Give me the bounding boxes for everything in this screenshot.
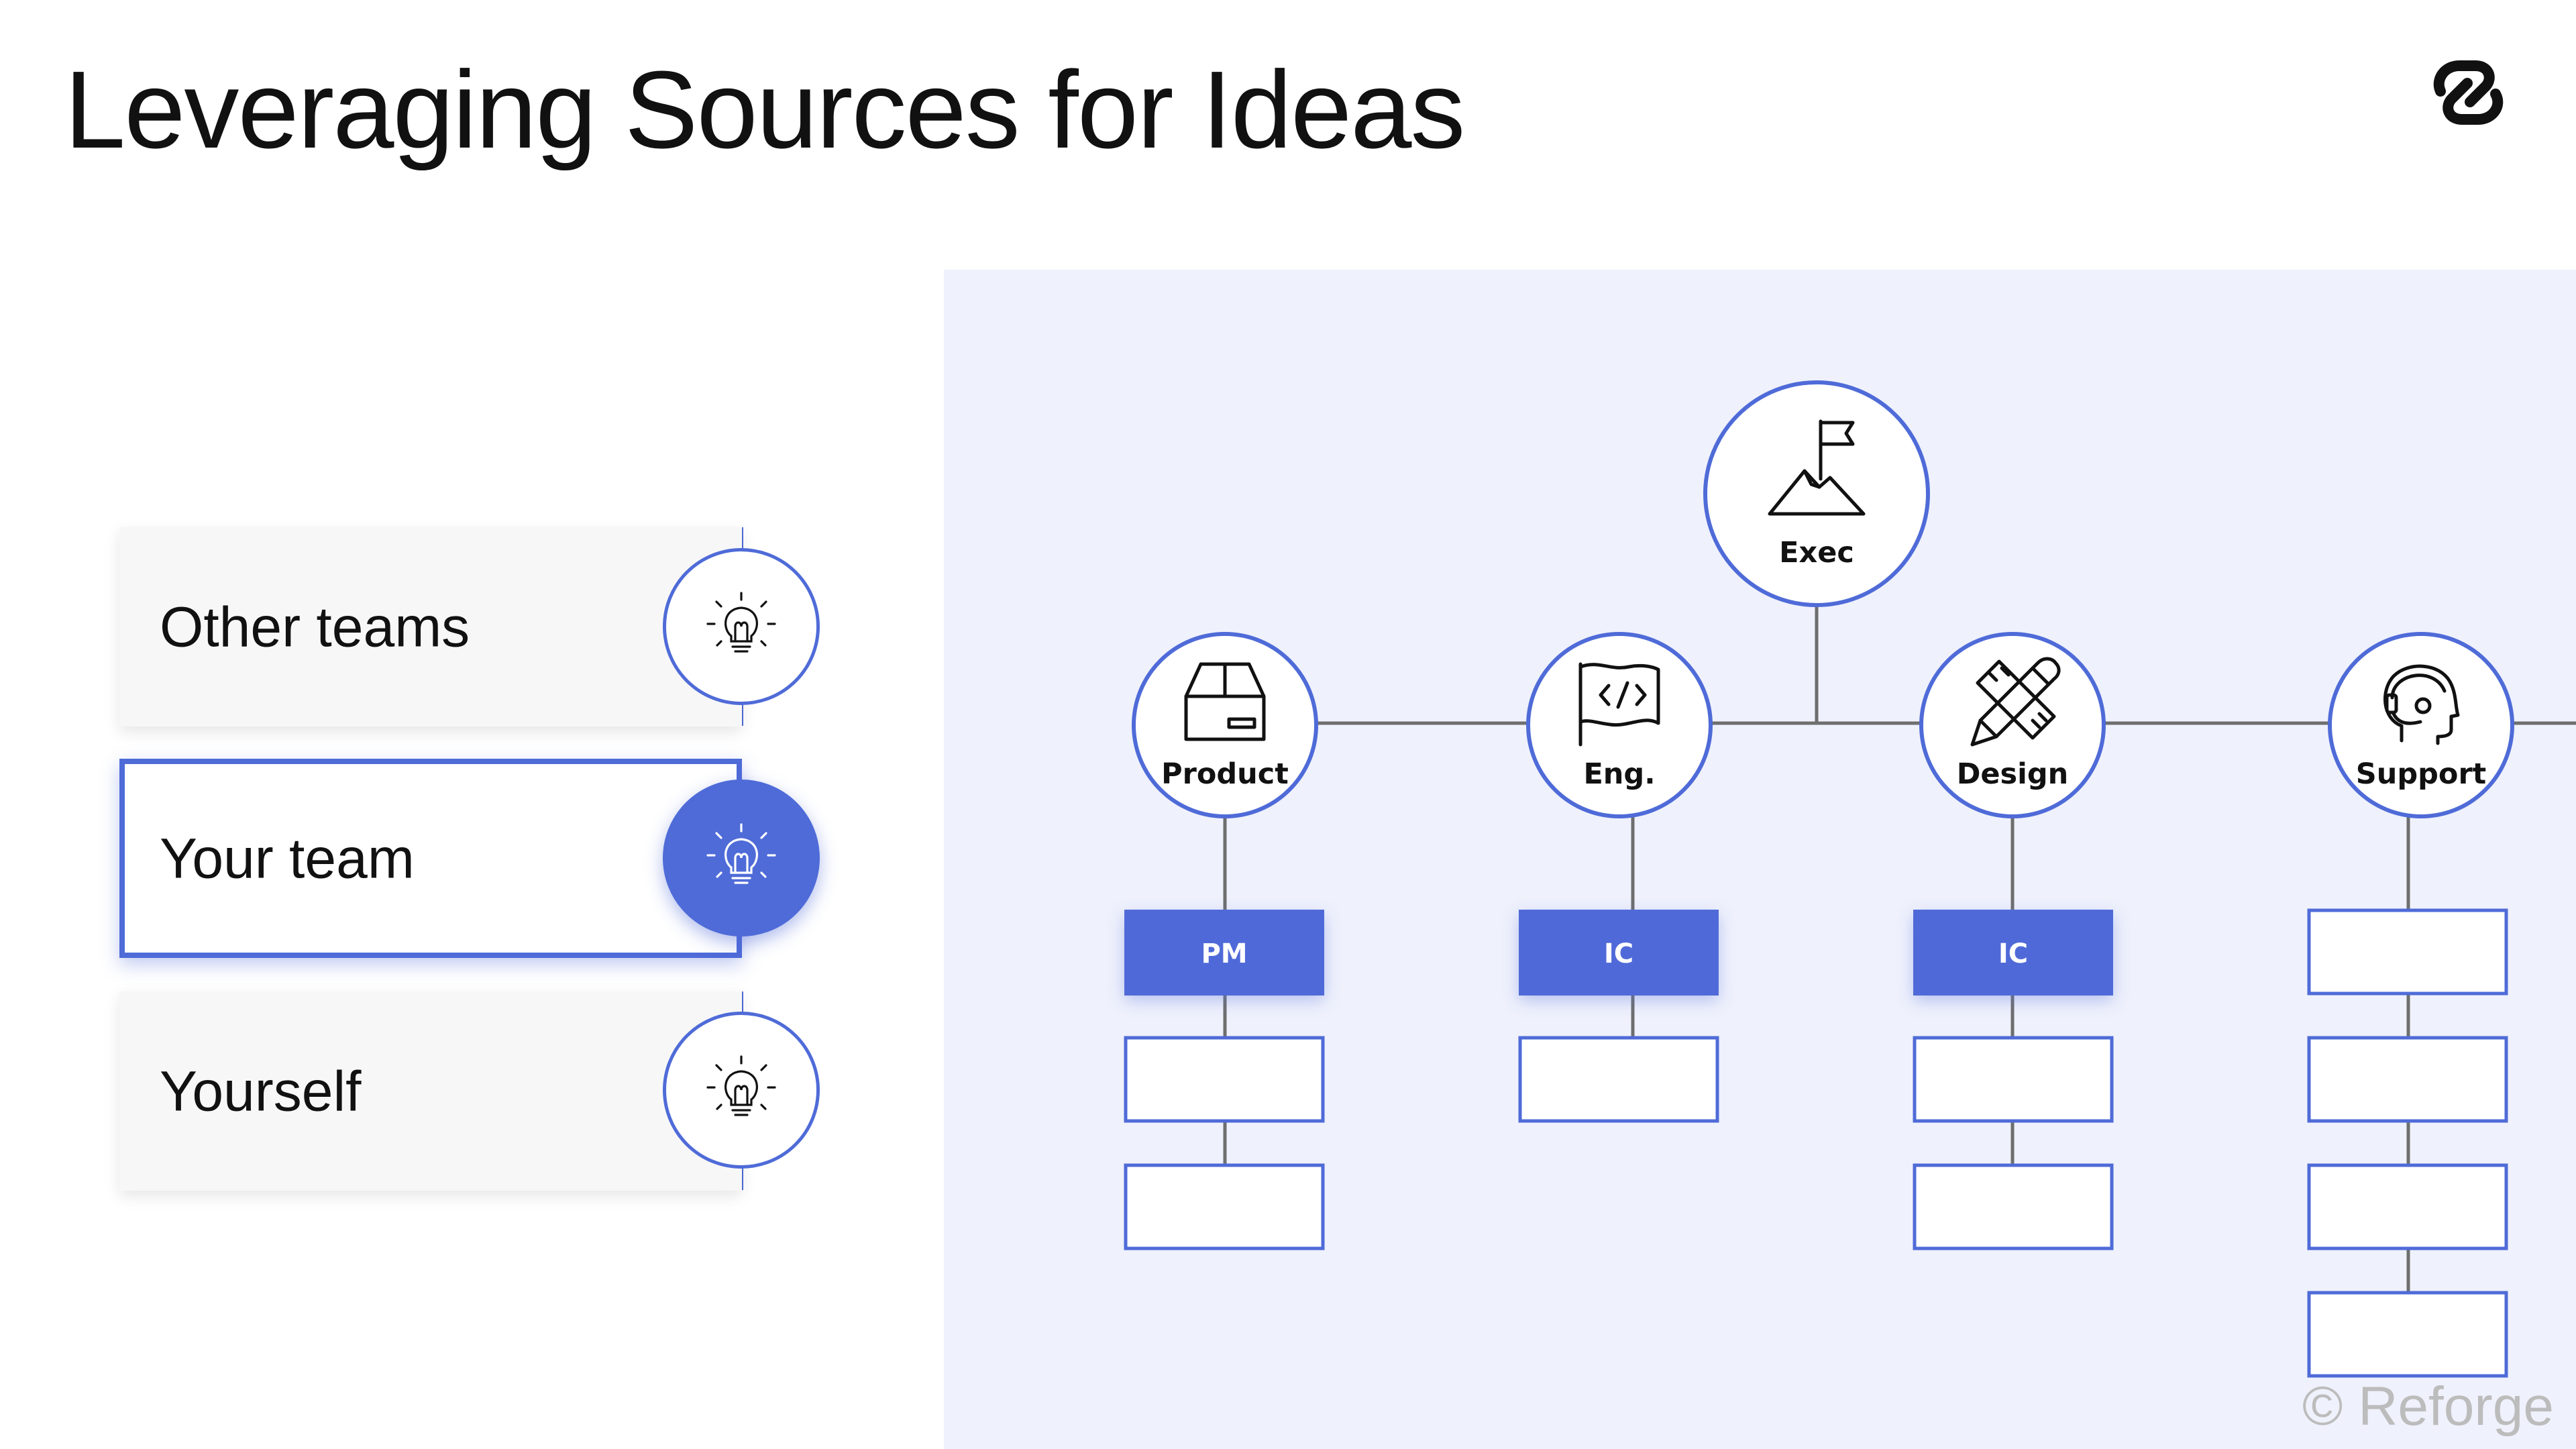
node-label: Product (1161, 757, 1289, 791)
role-box-highlight (1124, 910, 1324, 996)
org-node-support: Support (2328, 632, 2514, 818)
source-card-your-team[interactable]: Your team (119, 759, 742, 958)
node-label: Design (1957, 757, 2069, 791)
role-box-empty (2307, 1163, 2508, 1250)
source-card-yourself[interactable]: Yourself (119, 991, 742, 1191)
org-node-product: Product (1132, 632, 1318, 818)
design-column: IC (1913, 910, 2114, 1250)
reforge-logo-icon (2433, 60, 2504, 125)
node-label: Eng. (1583, 757, 1655, 791)
role-box-empty (1913, 1036, 2114, 1123)
org-node-design: Design (1919, 632, 2106, 818)
node-label: Exec (1779, 536, 1854, 570)
role-box-empty (2307, 1036, 2508, 1123)
lightbulb-icon (663, 780, 820, 936)
role-box-empty (1913, 1163, 2114, 1250)
lightbulb-icon (663, 548, 820, 705)
page-title: Leveraging Sources for Ideas (64, 48, 1465, 171)
pencil-ruler-icon (1970, 657, 2061, 747)
code-flag-icon (1578, 662, 1660, 747)
role-box-empty (1124, 1163, 1325, 1250)
org-node-exec: Exec (1703, 380, 1930, 607)
headset-icon (2383, 664, 2460, 745)
mountain-flag-icon (1768, 419, 1866, 516)
support-column (2307, 908, 2508, 1378)
lightbulb-icon (663, 1012, 820, 1169)
source-label: Yourself (160, 1059, 362, 1122)
product-column: PM (1124, 910, 1325, 1250)
role-box-empty (2307, 1291, 2508, 1378)
role-box-highlight (1519, 910, 1719, 996)
node-label: Support (2356, 757, 2486, 791)
role-label: IC (1604, 938, 1633, 969)
source-card-other-teams[interactable]: Other teams (119, 527, 742, 727)
role-box-empty (1518, 1036, 1719, 1123)
role-box-empty (1124, 1036, 1325, 1123)
role-box-highlight (1913, 910, 2113, 996)
box-icon (1184, 662, 1266, 741)
copyright-text: © Reforge (2302, 1376, 2554, 1437)
role-label: IC (1998, 938, 2028, 969)
eng-column: IC (1518, 910, 1719, 1123)
org-node-eng: Eng. (1526, 632, 1713, 818)
role-label: PM (1201, 938, 1247, 969)
source-label: Other teams (160, 595, 470, 658)
source-label: Your team (160, 826, 415, 890)
role-box-empty (2307, 908, 2508, 996)
